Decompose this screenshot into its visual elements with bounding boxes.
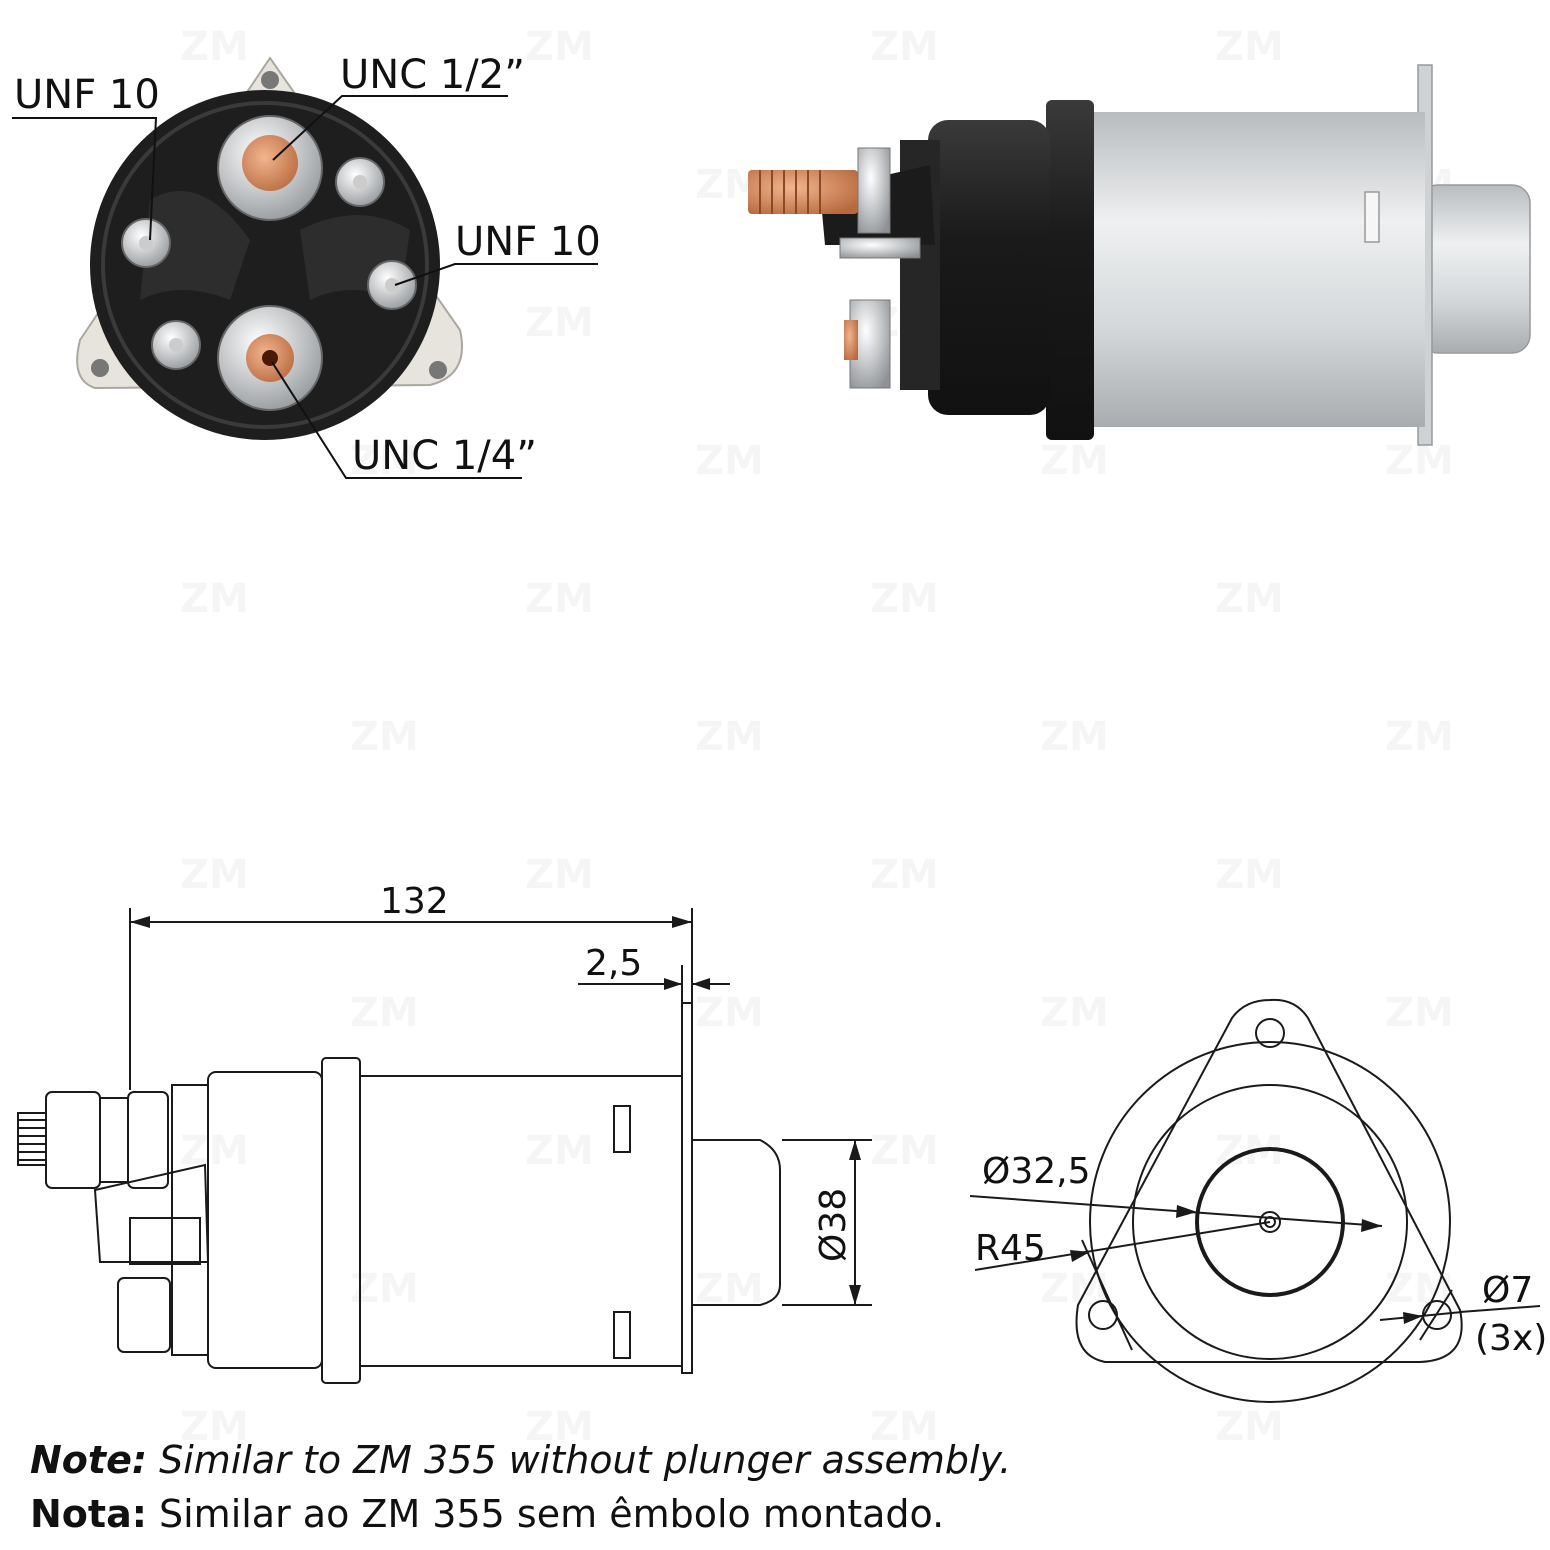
watermark-text: ZM <box>870 24 939 70</box>
dimension-flange-thickness: 2,5 <box>585 943 642 984</box>
leader-line <box>272 95 508 161</box>
note-english: Note: Similar to ZM 355 without plunger … <box>30 1438 1011 1482</box>
watermark-text: ZM <box>1040 438 1109 484</box>
silver-body <box>1090 112 1425 427</box>
dimension-hole-diameter: Ø7 <box>1482 1270 1533 1311</box>
note-portuguese-text: Similar ao ZM 355 sem êmbolo montado. <box>146 1492 945 1536</box>
watermark-text: ZM <box>870 1128 939 1174</box>
drawing-body <box>359 1075 683 1367</box>
dimension-radius: R45 <box>975 1228 1046 1269</box>
dimension-hole-count: (3x) <box>1475 1318 1547 1359</box>
end-technical-drawing <box>969 998 1541 1403</box>
watermark-text: ZM <box>695 990 764 1036</box>
watermark-text: ZM <box>1215 852 1284 898</box>
drawing-nut <box>45 1091 101 1189</box>
note-portuguese: Nota: Similar ao ZM 355 sem êmbolo monta… <box>30 1492 944 1536</box>
drawing-cap <box>207 1071 323 1369</box>
end-view-photo: UNF 10 UNC 1/2” UNF 10 UNC 1/4” <box>12 52 601 479</box>
watermark-text: ZM <box>180 1128 249 1174</box>
watermark-text: ZM <box>350 714 419 760</box>
watermark-text: ZM <box>525 24 594 70</box>
drawing-collar <box>321 1057 361 1384</box>
stud-nut <box>857 147 891 234</box>
leader-line <box>271 361 522 479</box>
drawing-flange-outline <box>1075 998 1463 1363</box>
note-english-label: Note: <box>30 1438 148 1482</box>
black-cap <box>928 120 1050 415</box>
dimension-nose-diameter: Ø38 <box>813 1188 854 1262</box>
drawing-mounting-hole <box>1255 1018 1285 1048</box>
drawing-housing-inner <box>1132 1084 1408 1360</box>
watermark-text: ZM <box>1215 576 1284 622</box>
label-unc-quarter: UNC 1/4” <box>352 433 537 479</box>
watermark-text: ZM <box>870 576 939 622</box>
drawing-nose <box>692 1139 781 1306</box>
flange-hole <box>429 361 447 379</box>
watermark-text: ZM <box>695 438 764 484</box>
watermark-text: ZM <box>525 576 594 622</box>
drawing-plunger-outline <box>1195 1147 1345 1297</box>
watermark-text: ZM <box>180 576 249 622</box>
label-unf10-top-left: UNF 10 <box>14 72 160 118</box>
note-english-text: Similar to ZM 355 without plunger assemb… <box>147 1438 1012 1482</box>
flange-hole <box>91 359 109 377</box>
drawing-nut <box>127 1091 169 1189</box>
side-view-photo <box>748 64 1531 446</box>
leader-line <box>394 263 598 286</box>
plunger-nose <box>1419 184 1531 354</box>
watermark-text: ZM <box>1385 714 1454 760</box>
watermark-text: ZM <box>1040 714 1109 760</box>
drawing-flange <box>681 1002 693 1374</box>
copper-stud <box>748 170 858 214</box>
note-portuguese-label: Nota: <box>30 1492 147 1536</box>
flange-hole <box>261 71 279 89</box>
watermark-text: ZM <box>350 990 419 1036</box>
watermark-text: ZM <box>1215 1404 1284 1450</box>
drawing-housing-outer <box>1089 1041 1451 1403</box>
label-unc-half: UNC 1/2” <box>340 52 525 98</box>
black-collar <box>1046 100 1094 440</box>
watermark-text: ZM <box>180 24 249 70</box>
watermark-text: ZM <box>525 1128 594 1174</box>
watermark-text: ZM <box>1385 990 1454 1036</box>
dimension-length: 132 <box>380 881 449 922</box>
watermark-text: ZM <box>1215 24 1284 70</box>
leader-line <box>12 117 158 241</box>
dimension-inner-diameter: Ø32,5 <box>982 1151 1091 1192</box>
side-technical-drawing <box>17 908 872 1384</box>
watermark-text: ZM <box>180 852 249 898</box>
watermark-text: ZM <box>525 852 594 898</box>
watermark-text: ZM <box>695 714 764 760</box>
label-unf10-right: UNF 10 <box>455 219 601 265</box>
drawing-nut <box>117 1277 171 1353</box>
watermark-text: ZM <box>870 852 939 898</box>
watermark-text: ZM <box>1040 1266 1109 1312</box>
watermark-text: ZM <box>1040 990 1109 1036</box>
watermark-text: ZM <box>525 300 594 346</box>
